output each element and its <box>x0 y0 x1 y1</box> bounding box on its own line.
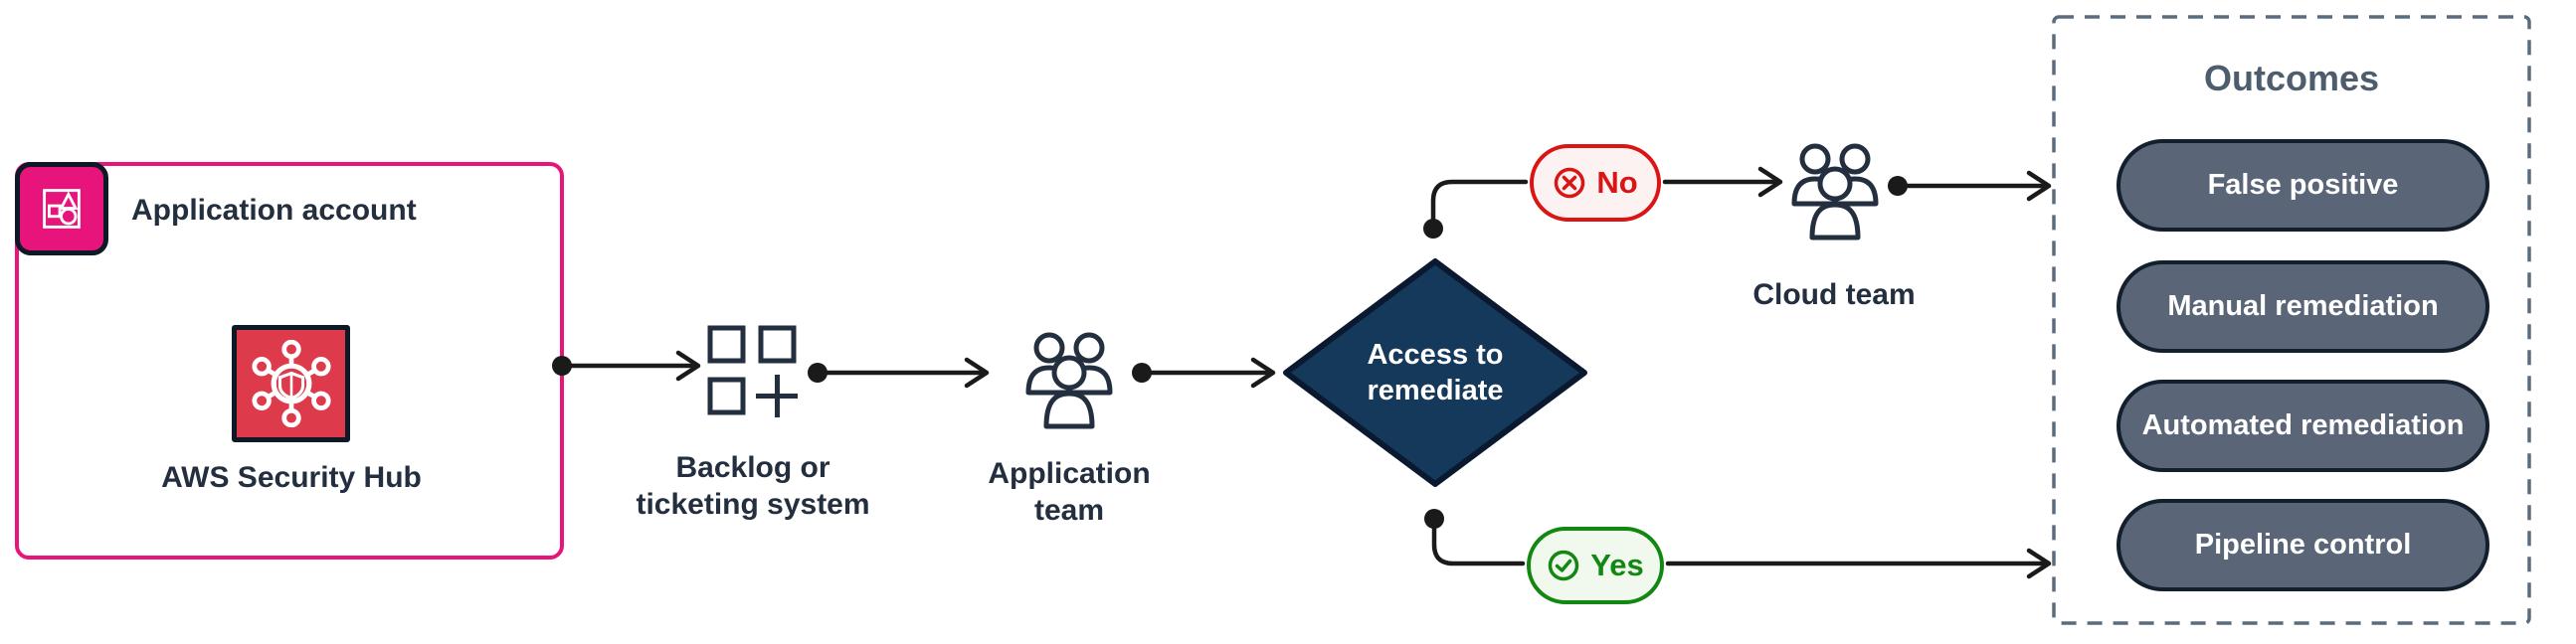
security-hub-icon <box>232 325 350 442</box>
outcome-automated-remediation: Automated remediation <box>2116 380 2489 472</box>
application-team-users-icon <box>1022 330 1116 434</box>
outcome-pipeline-control: Pipeline control <box>2116 499 2489 591</box>
cross-circle-icon <box>1555 167 1585 199</box>
application-account-badge <box>15 162 108 255</box>
outcome-false-positive: False positive <box>2116 139 2489 232</box>
backlog-ticketing-icon <box>706 324 799 424</box>
decision-label: Access to remediate <box>1367 339 1504 406</box>
application-account-icon <box>43 189 81 229</box>
no-label: No <box>1596 165 1638 200</box>
outcomes-title: Outcomes <box>2203 58 2380 98</box>
decision-diamond <box>1283 258 1587 487</box>
application-account-title: Application account <box>131 194 417 227</box>
backlog-label: Backlog or ticketing system <box>636 451 870 521</box>
yes-badge: Yes <box>1527 527 1664 604</box>
security-hub-label: AWS Security Hub <box>161 461 422 494</box>
no-badge: No <box>1530 144 1661 222</box>
cloud-team-users-icon <box>1788 141 1882 245</box>
cloud-team-label: Cloud team <box>1752 278 1916 311</box>
outcome-manual-remediation: Manual remediation <box>2116 260 2489 353</box>
application-team-label: Application team <box>988 457 1151 527</box>
yes-label: Yes <box>1590 548 1644 582</box>
check-circle-icon <box>1549 550 1579 581</box>
